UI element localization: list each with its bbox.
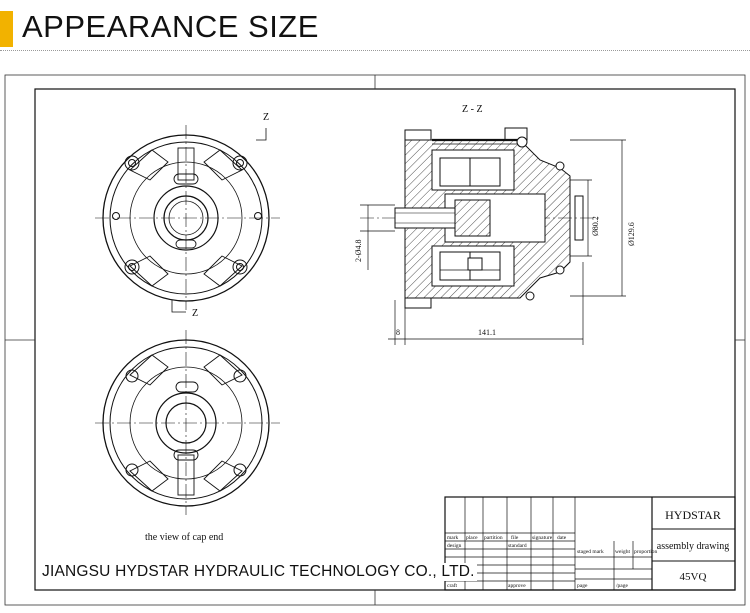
end-view-bottom [95, 330, 280, 515]
tb-staged-mark: staged mark [577, 549, 604, 555]
section-view [360, 127, 600, 309]
page-title: APPEARANCE SIZE [22, 9, 319, 44]
tb-approve: approve [508, 583, 526, 589]
header-accent-bar [0, 11, 13, 47]
tb-drawing-type: assembly drawing [657, 541, 730, 552]
inner-frame [34, 88, 736, 591]
tb-of-page: /page [616, 583, 628, 589]
end-view-top [95, 125, 280, 313]
dim-d3: Ø129.6 [627, 222, 636, 246]
outer-frame [4, 74, 746, 606]
section-label: Z - Z [462, 104, 483, 115]
dim-d1: 2-Ø4.8 [354, 240, 363, 262]
tb-standard: standard [508, 543, 527, 549]
tb-design: design [447, 543, 462, 549]
tb-signature: signature [532, 535, 553, 541]
section-mark-bottom: Z [192, 308, 198, 319]
dim-d2: Ø80.2 [591, 216, 600, 236]
dimension-lines [360, 139, 626, 345]
tb-partition: partition [484, 535, 503, 541]
tb-company: HYDSTAR [665, 508, 721, 522]
header-divider [0, 50, 750, 51]
tb-craft: craft [447, 582, 458, 589]
company-name: JIANGSU HYDSTAR HYDRAULIC TECHNOLOGY CO.… [40, 563, 477, 581]
dim-offset: 8 [396, 328, 400, 337]
tb-page: page [577, 583, 588, 589]
dim-length: 141.1 [478, 328, 496, 337]
tb-file: file [511, 534, 519, 541]
tb-date: date [557, 535, 567, 541]
tb-place: place [466, 535, 478, 541]
tb-proportion: proportion [634, 549, 657, 555]
view-caption: the view of cap end [145, 532, 223, 543]
tb-model: 45VQ [680, 571, 707, 583]
tb-mark: mark [447, 535, 459, 541]
section-mark-top: Z [263, 112, 269, 123]
title-block [444, 496, 736, 591]
tb-weight: weight [615, 549, 630, 555]
